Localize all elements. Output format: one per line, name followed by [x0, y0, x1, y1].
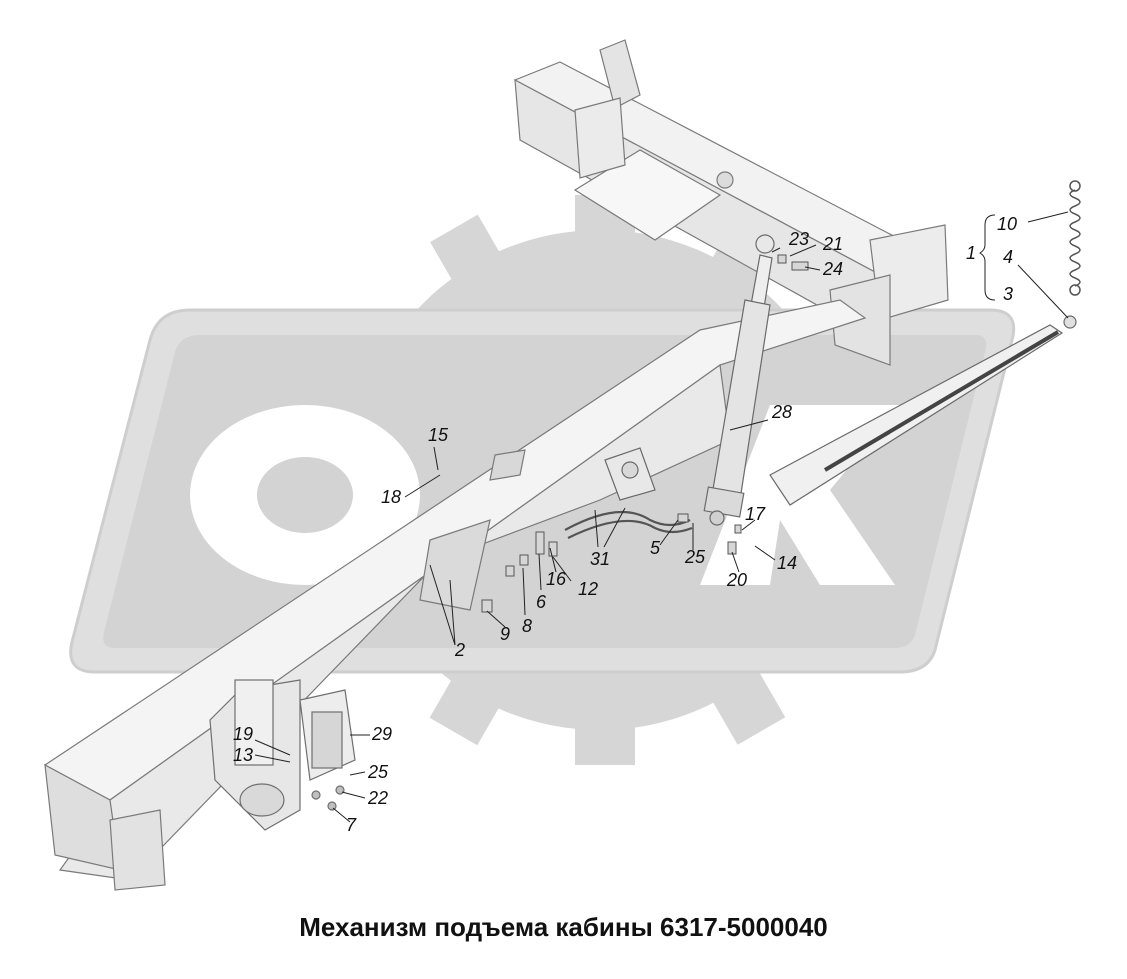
callout-16: 16 [546, 569, 567, 589]
callout-28: 28 [771, 402, 792, 422]
callout-5: 5 [650, 538, 661, 558]
callout-22: 22 [367, 788, 388, 808]
callout-8: 8 [522, 616, 532, 636]
callout-25-center: 25 [684, 547, 706, 567]
callout-31: 31 [590, 549, 610, 569]
fittings [481, 254, 809, 613]
callout-20: 20 [726, 570, 747, 590]
callout-9: 9 [500, 624, 510, 644]
diagram-caption: Механизм подъема кабины 6317-5000040 [299, 912, 828, 942]
valve-block [604, 447, 656, 501]
callout-29: 29 [371, 724, 392, 744]
callout-3: 3 [1003, 284, 1013, 304]
torsion-bar [769, 315, 1077, 506]
callouts: 1 10 4 3 23 21 24 28 15 18 17 5 25 31 16… [233, 214, 1017, 835]
pump-assembly [209, 679, 356, 831]
callout-15: 15 [428, 425, 449, 445]
callout-14: 14 [777, 553, 797, 573]
callout-7: 7 [346, 815, 357, 835]
callout-1: 1 [966, 243, 976, 263]
callout-12: 12 [578, 579, 598, 599]
spring [1069, 180, 1081, 296]
callout-23: 23 [788, 229, 809, 249]
callout-2: 2 [454, 640, 465, 660]
callout-17: 17 [745, 504, 766, 524]
callout-13: 13 [233, 745, 253, 765]
leader-lines [254, 211, 1069, 823]
callout-25-lower: 25 [367, 762, 389, 782]
callout-18: 18 [381, 487, 401, 507]
callout-19: 19 [233, 724, 253, 744]
callout-10: 10 [997, 214, 1017, 234]
callout-6: 6 [536, 592, 547, 612]
callout-24: 24 [822, 259, 843, 279]
upper-cross-member [513, 39, 949, 366]
callout-4: 4 [1003, 247, 1013, 267]
hydraulic-cylinder [703, 234, 775, 526]
callout-21: 21 [822, 234, 843, 254]
